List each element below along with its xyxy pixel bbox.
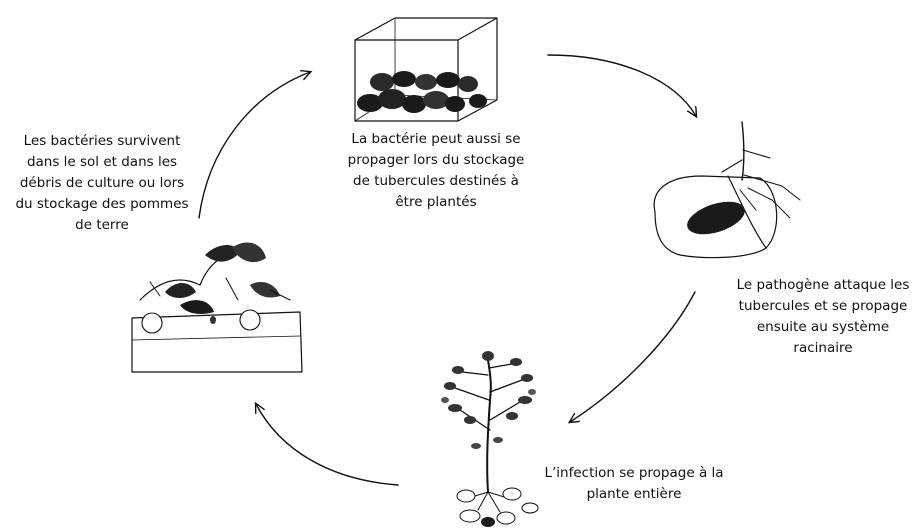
storage-box-illustration xyxy=(354,17,498,122)
arrow-tuber-to-plant xyxy=(570,291,696,422)
soil-debris-illustration xyxy=(131,242,303,373)
caption-storage-spread: La bactérie peut aussi se propager lors … xyxy=(347,131,525,210)
caption-pathogen-attack: Le pathogène attaque les tubercules et s… xyxy=(736,277,910,356)
arrow-soil-to-storage xyxy=(198,72,310,219)
caption-bacteria-survival: Les bactéries survivent dans le sol et d… xyxy=(15,133,189,233)
caption-infection-spread: L’infection se propage à la plante entiè… xyxy=(544,465,724,502)
infected-tuber-illustration xyxy=(653,121,801,259)
arrow-storage-to-tuber xyxy=(547,54,696,116)
arrow-plant-to-soil xyxy=(256,404,399,486)
potato-plant-illustration xyxy=(441,351,539,527)
